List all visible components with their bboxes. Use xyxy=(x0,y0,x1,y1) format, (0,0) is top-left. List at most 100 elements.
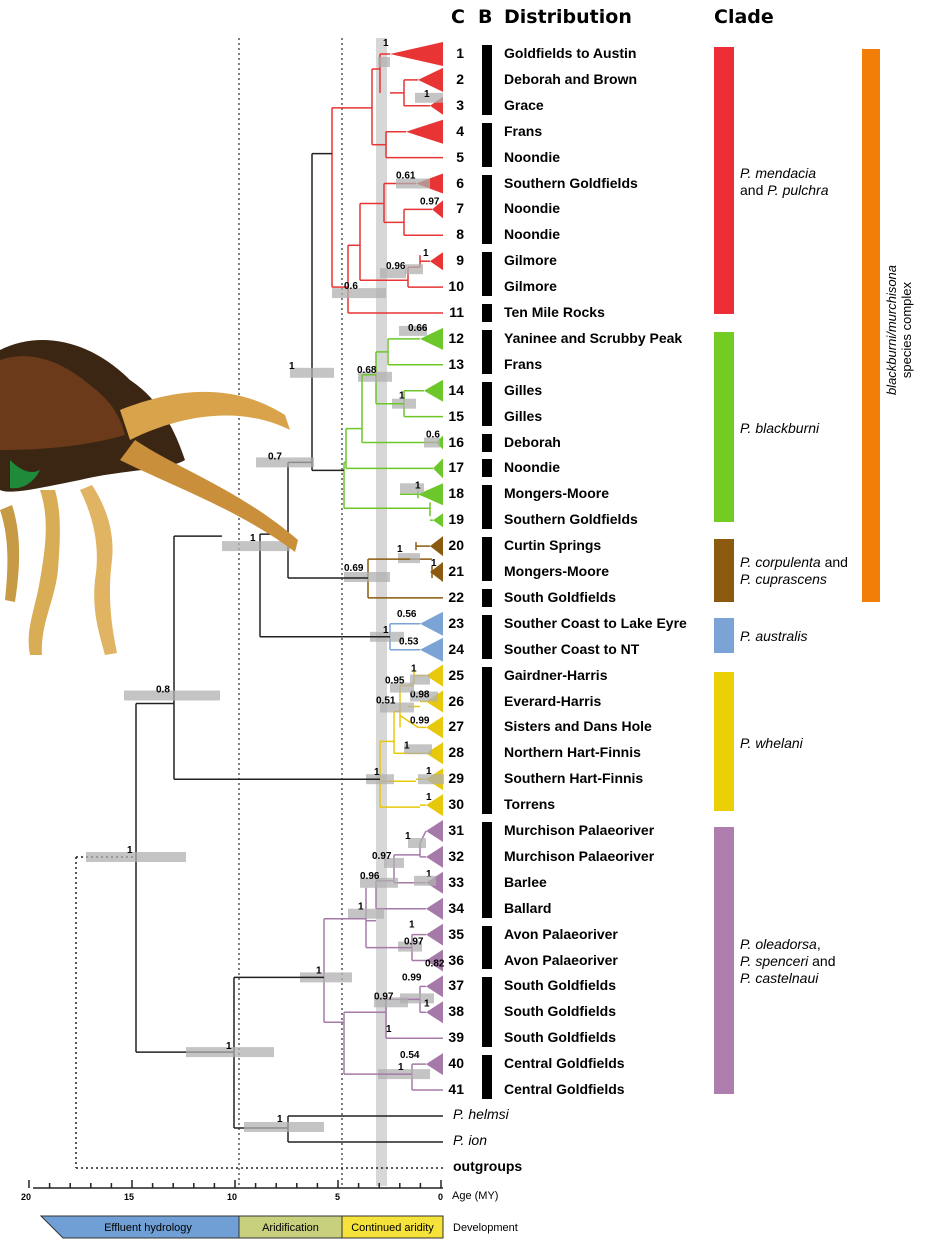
tip-location: Avon Palaeoriver xyxy=(504,926,618,942)
support-value: 1 xyxy=(358,902,364,913)
development-label: Development xyxy=(453,1222,518,1234)
header-c: C xyxy=(451,6,465,28)
distribution-bar xyxy=(482,537,492,581)
age-bar xyxy=(332,288,386,298)
clade-label-blackburni: P. blackburni xyxy=(740,420,819,437)
clade-label-australis: P. australis xyxy=(740,628,807,645)
age-bar xyxy=(244,1122,324,1132)
beetle-photo xyxy=(0,320,300,660)
tip-location: Grace xyxy=(504,97,544,113)
tip-location: Souther Coast to NT xyxy=(504,641,639,657)
tip-number: 12 xyxy=(434,330,464,346)
tip-location: Murchison Palaeoriver xyxy=(504,822,654,838)
tip-number: 28 xyxy=(434,744,464,760)
support-value: 0.61 xyxy=(396,171,416,182)
support-value: 0.97 xyxy=(372,851,392,862)
clade-bar-corpulenta xyxy=(714,539,734,602)
tip-number: 9 xyxy=(434,252,464,268)
development-band-label: Effluent hydrology xyxy=(104,1222,192,1234)
age-bar xyxy=(408,838,426,848)
distribution-bar xyxy=(482,459,492,477)
tip-location: Gilles xyxy=(504,382,542,398)
age-bar xyxy=(348,909,384,919)
header-b: B xyxy=(478,6,492,28)
tip-number: 3 xyxy=(434,97,464,113)
tip-number: 7 xyxy=(434,200,464,216)
tip-number: 23 xyxy=(434,615,464,631)
support-value: 1 xyxy=(383,625,389,636)
tip-location: Noondie xyxy=(504,459,560,475)
tip-location: Gilles xyxy=(504,408,542,424)
axis-tick-label: 0 xyxy=(438,1192,443,1202)
distribution-bar xyxy=(482,822,492,918)
support-value: 1 xyxy=(226,1041,232,1052)
tip-location: Barlee xyxy=(504,874,547,890)
tip-number: 13 xyxy=(434,356,464,372)
tip-location: Goldfields to Austin xyxy=(504,45,636,61)
clade-bar-whelani xyxy=(714,672,734,811)
clade-bar-oleadorsa xyxy=(714,827,734,1094)
support-value: 1 xyxy=(277,1114,283,1125)
axis-label: Age (MY) xyxy=(452,1190,498,1202)
distribution-bar xyxy=(482,615,492,659)
support-value: 0.6 xyxy=(344,281,358,292)
clade-label-corpulenta: P. corpulenta andP. cuprascens xyxy=(740,554,848,588)
tip-number: 38 xyxy=(434,1003,464,1019)
tip-number: 20 xyxy=(434,537,464,553)
tip-location: Northern Hart-Finnis xyxy=(504,744,641,760)
support-value: 0.95 xyxy=(385,676,405,687)
tip-location: Sisters and Dans Hole xyxy=(504,718,652,734)
support-value: 1 xyxy=(409,920,415,931)
tip-number: 18 xyxy=(434,485,464,501)
support-value: 1 xyxy=(411,664,417,675)
tip-number: 34 xyxy=(434,900,464,916)
tip-location: Curtin Springs xyxy=(504,537,601,553)
support-value: 0.97 xyxy=(404,937,424,948)
support-value: 1 xyxy=(397,544,403,555)
tip-number: 41 xyxy=(434,1081,464,1097)
support-value: 0.99 xyxy=(402,972,422,983)
support-value: 1 xyxy=(426,766,432,777)
tip-number: 11 xyxy=(434,304,464,320)
tip-location: Ballard xyxy=(504,900,551,916)
tip-location: Everard-Harris xyxy=(504,693,601,709)
support-value: 1 xyxy=(424,998,430,1009)
tip-location: Deborah xyxy=(504,434,561,450)
tip-number: 31 xyxy=(434,822,464,838)
tip-number: 33 xyxy=(434,874,464,890)
tip-number: 29 xyxy=(434,770,464,786)
support-value: 1 xyxy=(405,831,411,842)
support-value: 0.8 xyxy=(156,685,170,696)
tip-location: Noondie xyxy=(504,200,560,216)
axis-tick-label: 15 xyxy=(124,1192,134,1202)
support-value: 0.69 xyxy=(344,563,364,574)
header-distribution: Distribution xyxy=(504,6,632,28)
tip-number: 36 xyxy=(434,952,464,968)
distribution-bar xyxy=(482,485,492,529)
axis-tick-label: 20 xyxy=(21,1192,31,1202)
tip-location: South Goldfields xyxy=(504,589,616,605)
distribution-bar xyxy=(482,252,492,296)
tip-location: Gairdner-Harris xyxy=(504,667,607,683)
distribution-bar xyxy=(482,977,492,1047)
distribution-bar xyxy=(482,330,492,374)
support-value: 1 xyxy=(386,1024,392,1035)
tip-location: Ten Mile Rocks xyxy=(504,304,605,320)
outgroup-label: outgroups xyxy=(453,1158,522,1174)
support-value: 1 xyxy=(374,767,380,778)
support-value: 1 xyxy=(423,248,429,259)
axis-tick-label: 10 xyxy=(227,1192,237,1202)
tip-location: South Goldfields xyxy=(504,977,616,993)
tip-number: 15 xyxy=(434,408,464,424)
tip-number: 8 xyxy=(434,226,464,242)
tip-number: 1 xyxy=(434,45,464,61)
distribution-bar xyxy=(482,1055,492,1099)
tip-location: Noondie xyxy=(504,149,560,165)
tip-location: Souther Coast to Lake Eyre xyxy=(504,615,687,631)
outgroup-ion: P. ion xyxy=(453,1132,487,1148)
tip-location: Torrens xyxy=(504,796,555,812)
tip-number: 17 xyxy=(434,459,464,475)
